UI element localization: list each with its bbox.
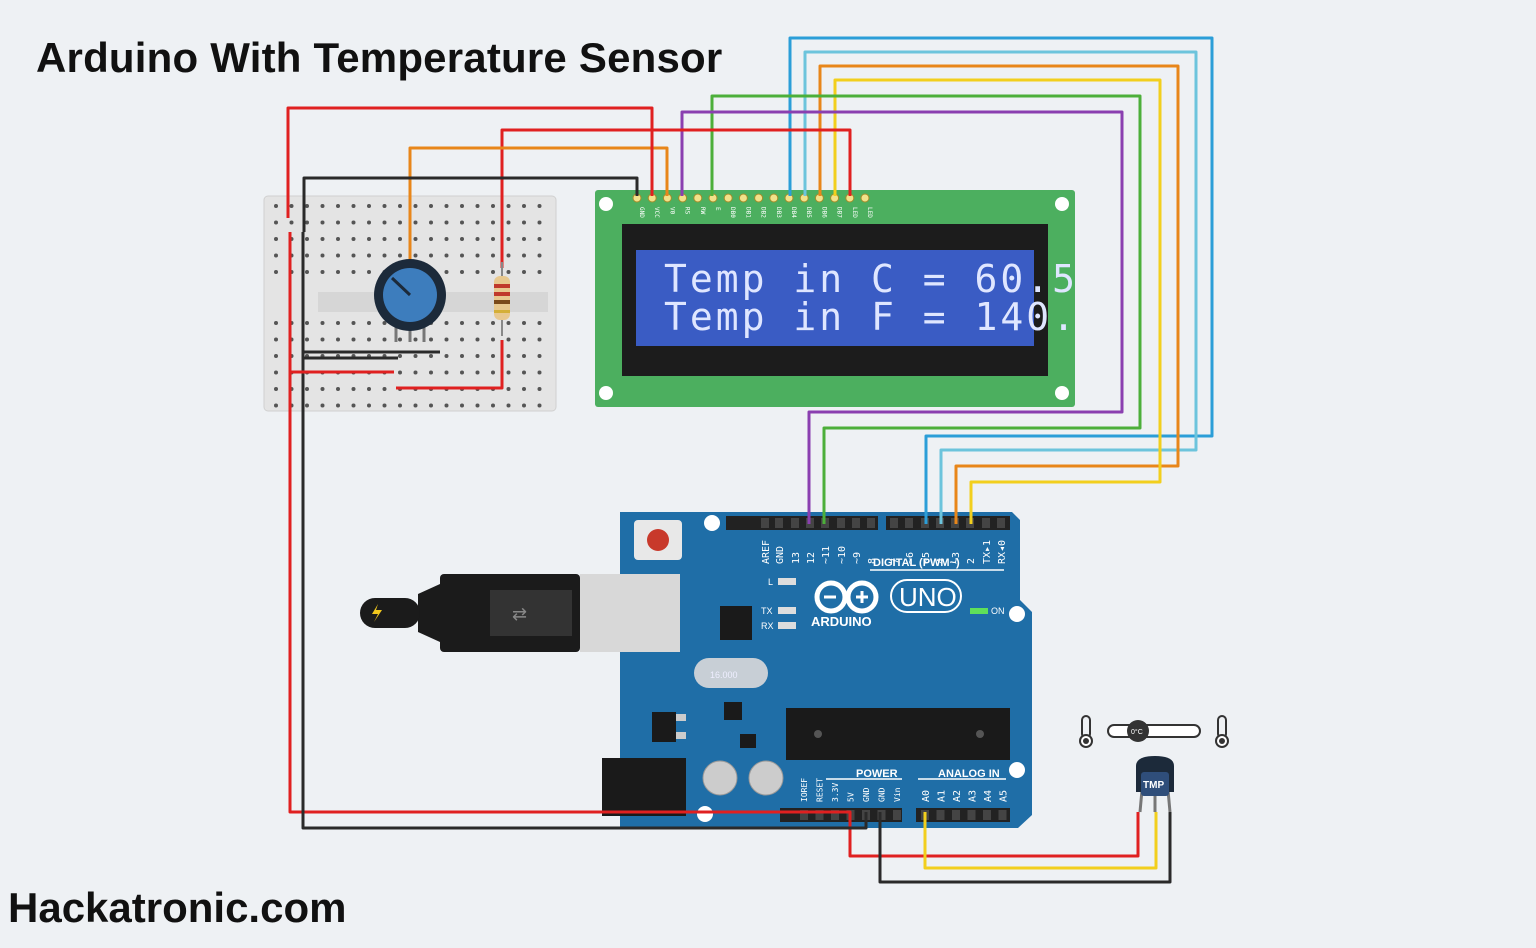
power-on-label: ON <box>991 606 1005 616</box>
lcd-pin-label: RW <box>699 207 706 215</box>
power-pin-label: Vin <box>893 787 902 802</box>
lcd-pin-label: DB2 <box>760 207 767 218</box>
led-label-rx: RX <box>761 621 774 631</box>
wire-yellow-db7 <box>833 78 1162 524</box>
lcd-pin-label: DB1 <box>744 207 751 218</box>
power-pin-label: RESET <box>816 778 825 802</box>
digital-pin-label: 13 <box>791 552 802 564</box>
lcd-pin-label: LED <box>866 207 873 218</box>
lcd-pin-label: DB0 <box>729 207 736 218</box>
wire-orange-db6 <box>818 64 1180 524</box>
lcd-line-1: Temp in C = 60.5 <box>664 257 1078 301</box>
slider-handle[interactable] <box>1127 720 1149 742</box>
wire-blue-db4 <box>788 36 1214 524</box>
digital-header-label: DIGITAL (PWM~) <box>873 557 960 569</box>
digital-pin-label: 4 <box>936 558 947 564</box>
led-label-l: L <box>768 577 773 587</box>
power-pin-label: GND <box>862 787 871 802</box>
wire-red-5v <box>288 232 1140 858</box>
digital-pin-label: 8 <box>867 558 878 564</box>
crystal-label: 16.000 <box>710 670 738 680</box>
digital-pin-label: ~3 <box>951 552 962 564</box>
lcd-pin-label: VCC <box>653 207 660 218</box>
digital-pin-label: ~6 <box>905 552 916 564</box>
analog-pin-label: A2 <box>952 790 963 802</box>
digital-pin-label: ~9 <box>852 552 863 564</box>
lcd-line-2: Temp in F = 140. <box>664 295 1078 339</box>
lcd-pin-label: LED <box>851 207 858 218</box>
lcd-pin-label: E <box>714 207 721 211</box>
footer-site-name: Hackatronic.com <box>8 884 347 931</box>
analog-pin-label: A0 <box>921 790 932 802</box>
thermometer-hot-icon <box>1215 715 1229 748</box>
digital-pin-label: AREF <box>761 540 772 564</box>
wire-black-gnd-main <box>301 232 868 830</box>
power-pin-label: IOREF <box>800 778 809 802</box>
wire-yellow-a0 <box>923 812 1158 870</box>
wire-purple-rs <box>680 110 1124 524</box>
temperature-sensor[interactable]: TMP <box>1136 756 1174 813</box>
wires <box>286 36 1214 884</box>
usb-connector-icon: ⇄ <box>360 574 680 652</box>
wire-orange-v0 <box>408 146 669 260</box>
arduino-logo-icon <box>814 580 879 614</box>
digital-pin-label: RX◂0 <box>997 540 1008 564</box>
lcd-pin-label: V0 <box>668 207 675 215</box>
temperature-slider[interactable]: 0°C <box>1079 715 1229 748</box>
analog-pin-label: A3 <box>968 790 979 802</box>
lcd-pin-label: DB6 <box>820 207 827 218</box>
arduino-brand: ARDUINO <box>811 614 872 629</box>
wire-red-led <box>500 128 852 268</box>
digital-pin-label: TX▸1 <box>982 540 993 564</box>
power-pin-label: 5V <box>847 792 856 802</box>
digital-pin-label: ~5 <box>921 552 932 564</box>
page-title: Arduino With Temperature Sensor <box>36 34 723 81</box>
lcd-pin-label: DB5 <box>805 207 812 218</box>
digital-pin-label: ~11 <box>821 546 832 564</box>
sensor-label: TMP <box>1143 780 1164 791</box>
lcd-pin-label: DB7 <box>836 207 843 218</box>
thermometer-cold-icon <box>1079 715 1093 748</box>
arduino-model: UNO <box>899 582 957 612</box>
lcd-pin-label: GND <box>638 207 645 218</box>
lcd-module[interactable]: Temp in C = 60.5 Temp in F = 140. GND VCC… <box>595 190 1078 407</box>
wire-cyan-db5 <box>803 50 1198 524</box>
lcd-pin-label: DB3 <box>775 207 782 218</box>
resistor <box>494 262 510 336</box>
lcd-pin-label: RS <box>684 207 691 215</box>
analog-pin-label: A5 <box>999 790 1010 802</box>
led-label-tx: TX <box>761 606 773 616</box>
wire-black-sensor <box>878 812 1172 884</box>
reset-button[interactable] <box>647 529 669 551</box>
potentiometer[interactable] <box>374 259 446 342</box>
power-pin-label: 3.3V <box>831 783 840 802</box>
digital-pin-label: ~10 <box>837 546 848 564</box>
slider-value: 0°C <box>1131 728 1143 736</box>
wire-black-gnd <box>302 176 639 232</box>
lcd-pin-label: DB4 <box>790 207 797 218</box>
wire-red-vcc <box>286 106 654 218</box>
power-header-label: POWER <box>856 768 898 780</box>
digital-pin-label: 2 <box>966 558 977 564</box>
digital-pin-label: 12 <box>806 552 817 564</box>
analog-header-label: ANALOG IN <box>938 768 1000 780</box>
analog-pin-label: A4 <box>983 790 994 802</box>
analog-pin-label: A1 <box>937 790 948 802</box>
power-pin-label: GND <box>878 787 887 802</box>
digital-pin-label: GND <box>775 546 786 564</box>
digital-pin-label: 7 <box>890 558 901 564</box>
svg-text:⇄: ⇄ <box>512 604 527 625</box>
